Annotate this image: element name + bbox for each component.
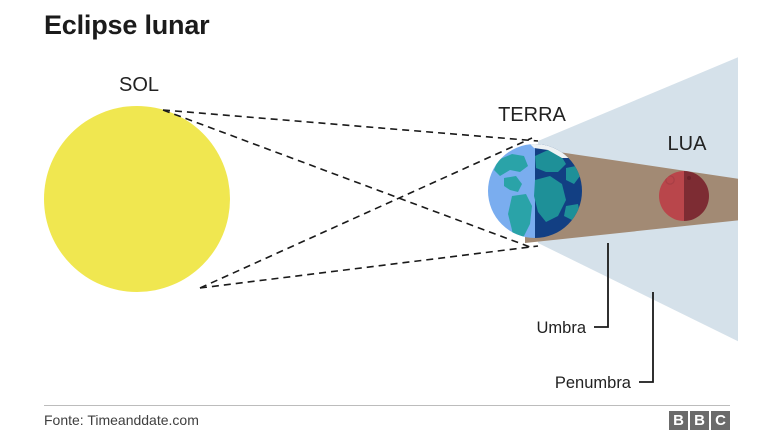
continent-africa-shadow bbox=[534, 176, 566, 222]
penumbra-label: Penumbra bbox=[555, 374, 632, 392]
moon-crater-1 bbox=[665, 175, 675, 185]
light-rays bbox=[162, 109, 539, 289]
page-title: Eclipse lunar bbox=[44, 10, 210, 40]
bbc-logo-letter-1: B bbox=[669, 411, 688, 430]
bbc-logo-letter-2: B bbox=[690, 411, 709, 430]
source-credit: Fonte: Timeanddate.com bbox=[44, 412, 199, 428]
ray-top-to-earth-top bbox=[162, 109, 539, 142]
umbra-leader bbox=[594, 243, 609, 328]
penumbra-leader bbox=[639, 292, 654, 383]
continent-north-lit bbox=[494, 154, 528, 176]
ray-bottom-to-earth-bottom bbox=[199, 245, 539, 289]
sun-label: SOL bbox=[119, 74, 159, 96]
moon-label: LUA bbox=[668, 133, 708, 155]
footer-divider bbox=[44, 405, 730, 406]
polar-cap bbox=[528, 144, 572, 158]
ray-bottom-to-earth-top bbox=[199, 137, 533, 289]
sun-body bbox=[44, 106, 230, 292]
callout-leaders bbox=[594, 243, 654, 383]
bbc-logo: B B C bbox=[669, 411, 730, 430]
continent-south-lit bbox=[508, 194, 532, 238]
ray-top-to-earth-bottom bbox=[162, 109, 531, 248]
continent-east-shadow bbox=[566, 166, 580, 184]
moon-crater-2 bbox=[687, 176, 691, 180]
earth-label: TERRA bbox=[498, 104, 566, 126]
umbra-label: Umbra bbox=[536, 319, 586, 337]
continent-central-lit bbox=[504, 176, 522, 192]
bbc-logo-letter-3: C bbox=[711, 411, 730, 430]
